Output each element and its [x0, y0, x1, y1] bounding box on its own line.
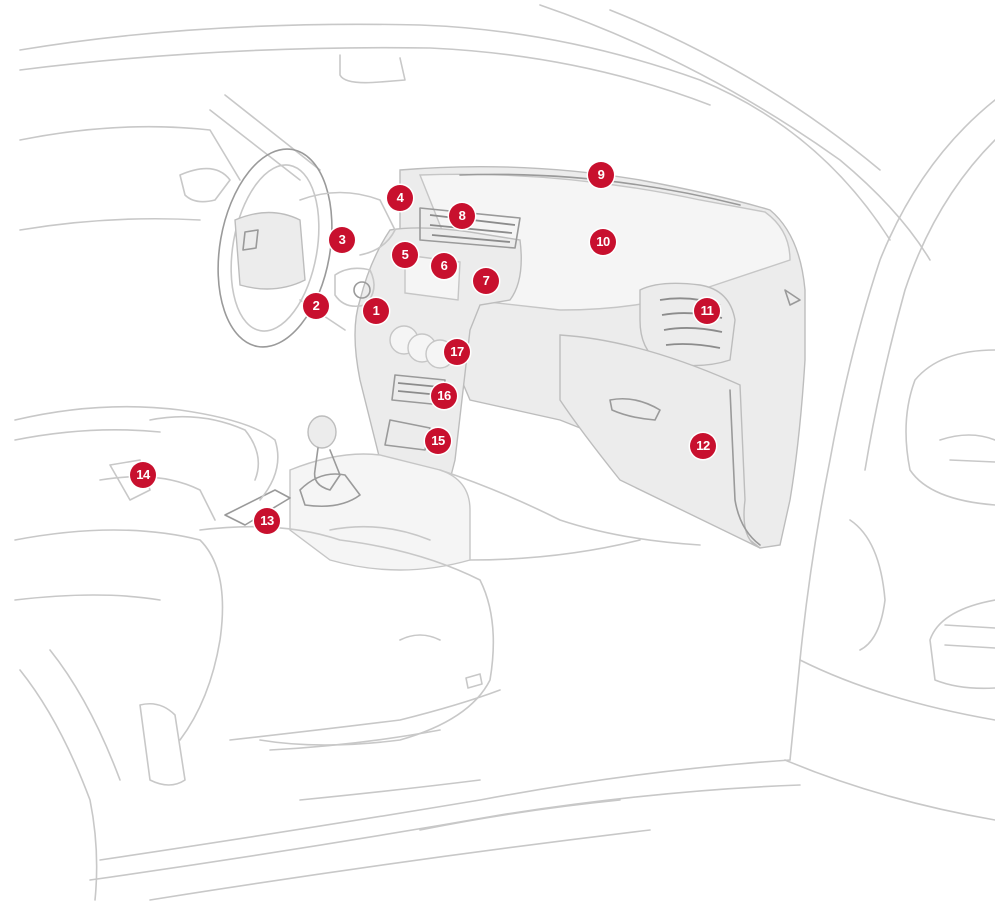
callout-marker-11: 11 — [694, 298, 720, 324]
callout-marker-2: 2 — [303, 293, 329, 319]
callout-marker-15: 15 — [425, 428, 451, 454]
callout-marker-7: 7 — [473, 268, 499, 294]
callout-marker-16: 16 — [431, 383, 457, 409]
callout-marker-17: 17 — [444, 339, 470, 365]
callout-marker-12: 12 — [690, 433, 716, 459]
callout-marker-5: 5 — [392, 242, 418, 268]
callout-marker-4: 4 — [387, 185, 413, 211]
callout-marker-9: 9 — [588, 162, 614, 188]
callout-marker-1: 1 — [363, 298, 389, 324]
callout-marker-8: 8 — [449, 203, 475, 229]
left-window-frame — [20, 95, 320, 230]
door-sill — [20, 650, 800, 900]
callout-marker-13: 13 — [254, 508, 280, 534]
callout-marker-6: 6 — [431, 253, 457, 279]
callout-marker-10: 10 — [590, 229, 616, 255]
callout-marker-3: 3 — [329, 227, 355, 253]
callout-marker-14: 14 — [130, 462, 156, 488]
